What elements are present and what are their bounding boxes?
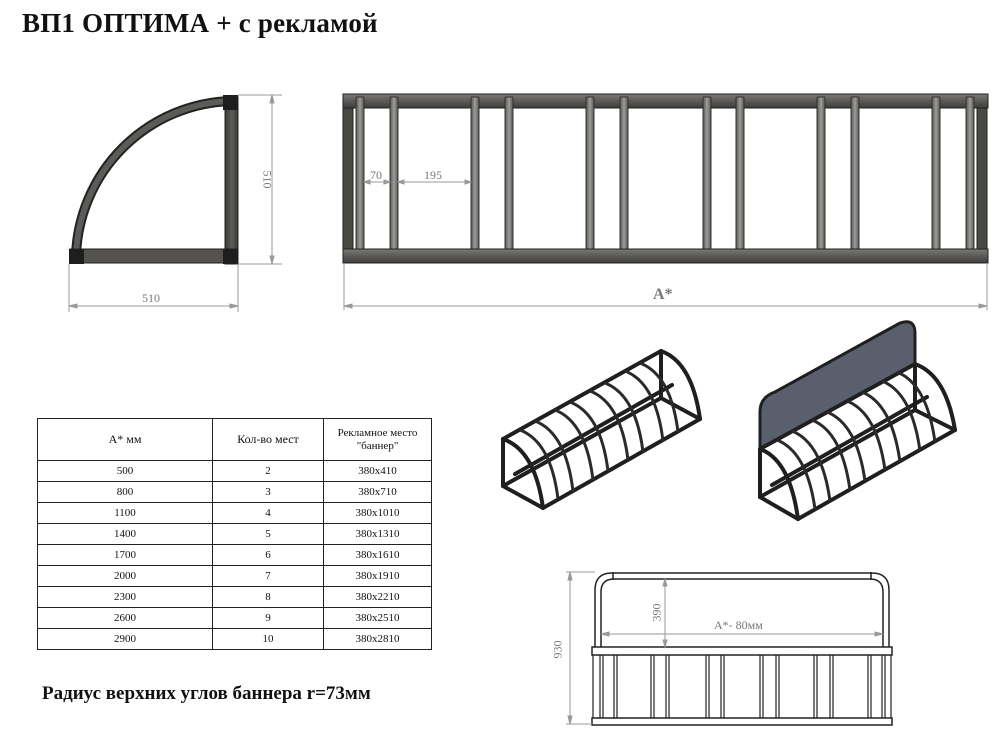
cell-banner: 380x2810 — [323, 628, 432, 650]
side-width-dimension: 510 — [142, 291, 160, 305]
cell-banner: 380x1610 — [323, 544, 432, 566]
gap-large-dimension: 195 — [424, 168, 442, 182]
header-banner-line1: Рекламное место — [337, 426, 418, 439]
cell-banner: 380x2510 — [323, 607, 432, 629]
header-length: A* мм — [37, 418, 213, 461]
header-places: Кол-во мест — [212, 418, 324, 461]
radius-note: Радиус верхних углов баннера r=73мм — [42, 683, 371, 704]
header-banner-line2: "баннер" — [356, 439, 399, 452]
cell-length: 2000 — [37, 565, 213, 587]
table-header-row: A* мм Кол-во мест Рекламное место "банне… — [37, 418, 432, 461]
gap-small-dimension: 70 — [370, 168, 382, 182]
page-title: ВП1 ОПТИМА + с рекламой — [22, 8, 378, 38]
length-dimension: A* — [653, 286, 673, 303]
spec-table: A* мм Кол-во мест Рекламное место "банне… — [37, 418, 432, 650]
banner-height-dimension: 390 — [649, 603, 664, 622]
banner-width-dimension: A*- 80мм — [714, 618, 763, 632]
total-height-dimension: 930 — [550, 640, 565, 659]
